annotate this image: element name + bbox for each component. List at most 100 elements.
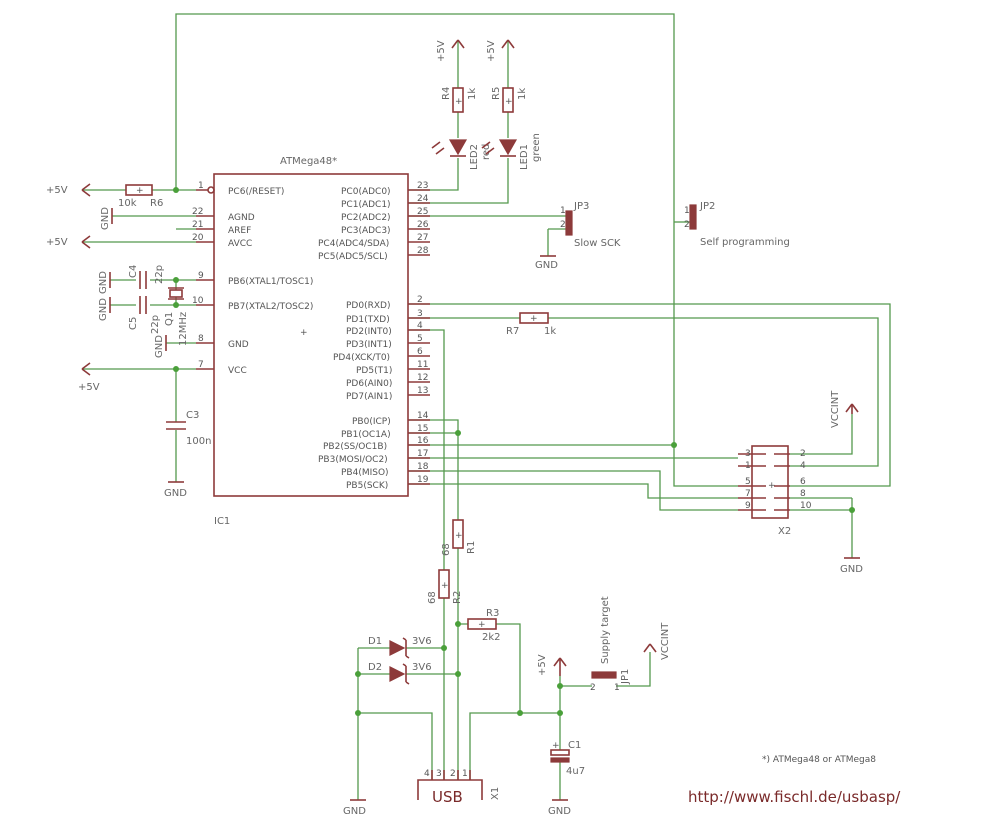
jp3-ref: JP3 [573, 201, 589, 212]
jp3-pin: 2 [560, 220, 566, 230]
jp1-ref: JP1 [620, 669, 631, 685]
ic1-left-pin-label: AGND [228, 213, 255, 223]
svg-text:+: + [552, 741, 560, 751]
gnd-label: GND [100, 207, 111, 230]
ic1-right-pin-label: PD2(INT0) [346, 327, 392, 337]
c5-ref: C5 [128, 317, 139, 330]
ic1-right-pin-label: PC2(ADC2) [341, 213, 391, 223]
r6-ref: R6 [150, 198, 163, 209]
led2-ref: LED2 [469, 144, 480, 170]
r2-value: 68 [427, 591, 438, 604]
svg-text:+: + [441, 581, 449, 591]
ic1-right-pin-label: PD7(AIN1) [346, 392, 392, 402]
x1-label: USB [432, 788, 463, 806]
ic1-right-pin-label: PC0(ADC0) [341, 187, 391, 197]
svg-text:+: + [530, 314, 538, 324]
ic1-right-pin-num: 6 [417, 347, 423, 357]
gnd-label: GND [98, 271, 109, 294]
plus5v-label: +5V [436, 40, 447, 62]
x1-usb: 4 3 2 1 USB X1 [417, 769, 501, 806]
ic1-left-pin-label: PC6(/RESET) [228, 187, 284, 197]
x2-pin-left: 5 [745, 477, 751, 487]
x2-ref: X2 [778, 526, 791, 537]
x2-pin-left: 1 [745, 461, 751, 471]
gnd-label: GND [98, 298, 109, 321]
jp1-pin: 2 [590, 683, 596, 693]
svg-text:+: + [455, 531, 463, 541]
jp2-pin: 2 [684, 220, 690, 230]
r7-value: 1k [544, 326, 556, 337]
gnd-label: GND [154, 335, 165, 358]
ic1-right-pin-num: 5 [417, 334, 423, 344]
gnd-label: GND [548, 806, 571, 817]
d2-ref: D2 [368, 662, 382, 673]
svg-text:+: + [768, 481, 776, 491]
ic1-left-pin-label: PB6(XTAL1/TOSC1) [228, 277, 313, 287]
vccint-label: VCCINT [830, 390, 841, 428]
ic1-right-pin-num: 28 [417, 246, 429, 256]
r2-ref: R2 [452, 591, 463, 604]
ic1-atmega: ATMega48* IC1 + 1 22 21 20 9 10 8 7 PC6(… [192, 156, 430, 527]
ic1-right-pin-num: 17 [417, 449, 428, 459]
gnd-label: GND [840, 564, 863, 575]
gnd-label: GND [535, 260, 558, 271]
ic1-right-pin-num: 13 [417, 386, 428, 396]
led2-color: red [481, 144, 492, 160]
ic1-name: ATMega48* [280, 156, 337, 167]
vccint-label: VCCINT [660, 622, 671, 660]
ic1-right-pin-num: 23 [417, 181, 428, 191]
x1-pin: 4 [424, 769, 430, 779]
x2-pin-right: 8 [800, 489, 806, 499]
ic1-ref: IC1 [214, 516, 230, 527]
ic1-right-pin-num: 19 [417, 475, 429, 485]
x1-pin: 3 [436, 769, 442, 779]
gnd-label: GND [343, 806, 366, 817]
ic1-right-pin-label: PB0(ICP) [352, 417, 391, 427]
ic1-right-pin-label: PB3(MOSI/OC2) [318, 455, 388, 465]
ic1-right-pin-label: PB5(SCK) [346, 481, 388, 491]
plus5v-label: +5V [486, 40, 497, 62]
x2-pin-left: 7 [745, 489, 751, 499]
c1-value: 4u7 [566, 766, 585, 777]
q1-value: 12MHz [178, 312, 189, 346]
ic1-right-pin-num: 15 [417, 424, 428, 434]
x2-pin-right: 4 [800, 461, 806, 471]
led1-ref: LED1 [519, 144, 530, 170]
ic1-right-pin-num: 11 [417, 360, 428, 370]
ic1-right-pin-label: PB4(MISO) [341, 468, 389, 478]
c5-value: 22p [150, 315, 161, 334]
led1-color: green [531, 133, 542, 162]
ic1-right-pin-label: PD3(INT1) [346, 340, 392, 350]
ic1-right-pin-label: PD5(T1) [356, 366, 392, 376]
ic1-origin-mark: + [300, 328, 308, 338]
d1-value: 3V6 [412, 636, 432, 647]
ic1-right-pin-label: PD6(AIN0) [346, 379, 392, 389]
jp2-ref: JP2 [699, 201, 715, 212]
ic1-left-pin-num: 7 [198, 360, 204, 370]
r4-value: 1k [467, 88, 478, 100]
r6-value: 10k [118, 198, 137, 209]
r4-ref: R4 [441, 87, 452, 100]
x1-pin: 2 [450, 769, 456, 779]
x1-ref: X1 [490, 787, 501, 800]
ic1-right-pin-label: PC1(ADC1) [341, 200, 391, 210]
r1-ref: R1 [466, 541, 477, 554]
svg-text:+: + [505, 97, 513, 107]
svg-text:+: + [478, 620, 486, 630]
ic1-left-pin-label: AVCC [228, 239, 252, 249]
plus5v-label: +5V [537, 654, 548, 676]
ic1-left-pin-num: 21 [192, 220, 203, 230]
ic1-right-pin-label: PD1(TXD) [346, 315, 390, 325]
c4-value: 22p [154, 265, 165, 284]
ic1-right-pin-num: 18 [417, 462, 429, 472]
x2-pin-right: 10 [800, 501, 812, 511]
ic1-left-pin-label: GND [228, 340, 249, 350]
resistors: + 10k R6 + R4 1k + R5 1k + R7 1k + 68 R1… [118, 87, 556, 643]
ic1-right-pin-num: 16 [417, 436, 429, 446]
ic1-right-pin-label: PC5(ADC5/SCL) [318, 252, 388, 262]
plus5v-label: +5V [46, 185, 68, 196]
ic1-right-pin-num: 26 [417, 220, 429, 230]
r5-ref: R5 [491, 87, 502, 100]
jp1-label: Supply target [600, 596, 611, 664]
ic1-left-pin-num: 20 [192, 233, 204, 243]
